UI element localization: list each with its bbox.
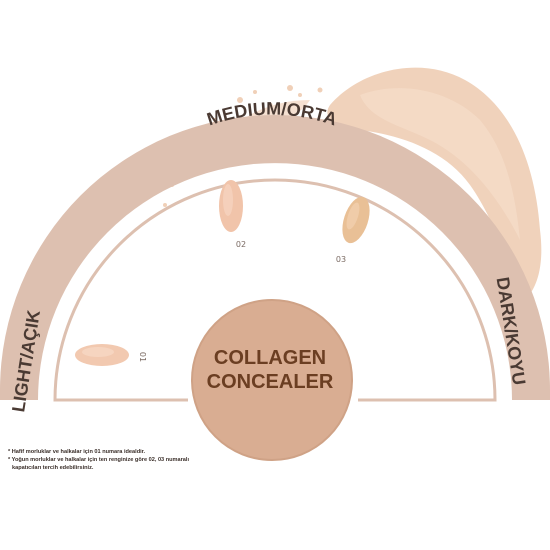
inner-arc-line bbox=[53, 178, 497, 402]
center-circle bbox=[192, 300, 352, 460]
product-title-line2: CONCEALER bbox=[206, 371, 334, 393]
usage-note-1: * Hafif morluklar ve halkalar için 01 nu… bbox=[8, 449, 146, 455]
shade-arc bbox=[0, 115, 550, 400]
swatch-03: 03 bbox=[336, 196, 370, 264]
product-title-line1: COLLAGEN bbox=[213, 347, 327, 369]
usage-notes: * Hafif morluklar ve halkalar için 01 nu… bbox=[8, 448, 213, 472]
product-title: COLLAGEN CONCEALER bbox=[190, 346, 350, 394]
swatch-code-02: 02 bbox=[236, 240, 246, 249]
swatch-01: 01 bbox=[75, 344, 147, 366]
usage-note-2: * Yoğun morluklar ve halkalar için ten r… bbox=[8, 457, 190, 471]
swatch-02: 02 bbox=[219, 180, 246, 249]
swatch-code-01: 01 bbox=[138, 352, 147, 362]
swatch-code-03: 03 bbox=[336, 255, 346, 264]
